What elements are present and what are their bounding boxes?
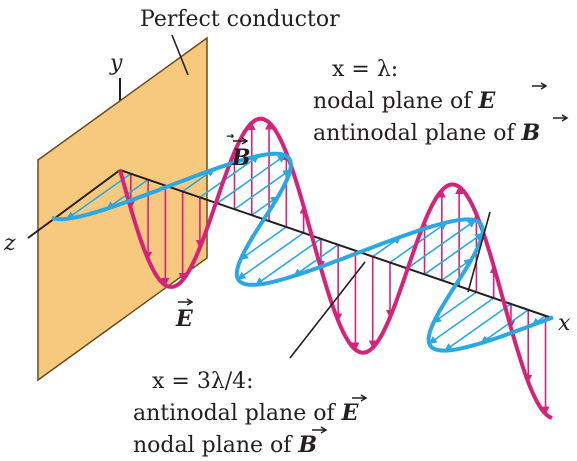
b-field-arrow (199, 155, 260, 199)
b-field-arrow (433, 291, 477, 323)
svg-text:B: B (231, 145, 251, 171)
b-field-arrow (428, 297, 495, 345)
conductor-plate (37, 36, 208, 382)
b-field-label: B ⃗ (226, 134, 251, 171)
b-field-wave (51, 151, 554, 353)
label-x-3lambda4: x = 3λ/4: antinodal plane of E nodal pla… (133, 369, 368, 458)
svg-text:nodal plane of B: nodal plane of B (133, 432, 317, 458)
b-field-arrow (66, 173, 132, 220)
b-field-arrow (480, 309, 529, 344)
svg-text:antinodal plane of E: antinodal plane of E (133, 400, 360, 426)
label-x-lambda-line1: x = λ: (332, 57, 398, 82)
b-field-arrow (441, 258, 473, 281)
conductor-label: Perfect conductor (140, 7, 340, 32)
z-axis-line (27, 169, 121, 239)
b-field-vectors (66, 154, 546, 352)
b-field-arrow (240, 226, 287, 260)
svg-text:nodal plane of E: nodal plane of E (313, 88, 496, 114)
b-field-arrow (251, 195, 279, 216)
svg-text:antinodal plane of B: antinodal plane of B (313, 120, 540, 146)
e-field-vectors (126, 121, 550, 415)
label-x-lambda: x = λ: nodal plane of E antinodal plane … (313, 57, 569, 146)
z-axis-label: z (3, 231, 16, 256)
svg-text:⃗: ⃗ (226, 134, 234, 138)
x-axis-line (119, 169, 553, 319)
b-field-arrow (444, 303, 512, 352)
b-field-arrow (424, 232, 484, 275)
x-axis-label: x (558, 311, 571, 336)
leader-conductor (171, 34, 189, 76)
e-field-label: E (175, 298, 194, 332)
b-field-arrow (293, 244, 339, 277)
leader-x-3lambda4 (289, 261, 366, 359)
b-field-arrow (216, 154, 286, 204)
b-field-arrow (234, 169, 291, 210)
b-field-arrow (255, 238, 322, 286)
svg-text:E: E (175, 306, 194, 332)
b-field-arrow (406, 219, 476, 270)
leader-x-lambda (467, 211, 491, 293)
label-x-3lambda4-line1: x = 3λ/4: (152, 369, 254, 394)
b-field-arrow (237, 232, 305, 280)
y-axis-label: y (109, 51, 123, 76)
